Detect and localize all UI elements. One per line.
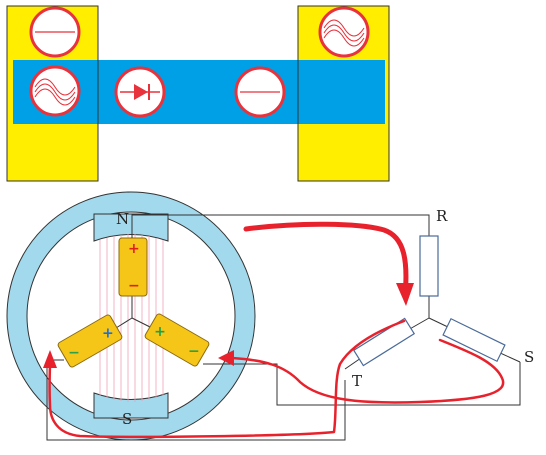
flow-arrow-t [48, 319, 406, 439]
coil-right-plus: + [154, 324, 166, 340]
ac-wave-icon [29, 65, 81, 117]
coil-right: + − [144, 313, 210, 367]
generator: + − − + + − N S [6, 191, 256, 441]
current-flow-arrows [43, 221, 505, 439]
flow-arrow-s-head [218, 350, 234, 366]
star-load: R S T [344, 207, 534, 390]
coil-left-plus: + [102, 325, 114, 341]
coil-left: − + [57, 314, 123, 368]
wire-top [131, 214, 430, 238]
flow-arrow-t-head [43, 350, 57, 368]
terminal-s-label: S [524, 348, 534, 366]
coil-right-minus: − [188, 343, 200, 359]
flow-arrow-s [230, 338, 505, 404]
stator-bore [26, 211, 236, 421]
flow-arrow-r [243, 221, 409, 299]
ac-wave-icon [318, 6, 370, 58]
pole-north-label: N [116, 210, 129, 228]
resistor-r [419, 235, 439, 297]
rectifier-panel [6, 5, 390, 182]
rotor-star [115, 296, 151, 329]
terminal-t-label: T [352, 372, 362, 390]
coil-left-minus: − [68, 345, 80, 361]
dc-line-icon [234, 66, 286, 118]
coil-top: + − [118, 237, 148, 297]
terminal-r-label: R [436, 207, 448, 225]
coil-top-minus: − [128, 278, 140, 294]
resistor-t [352, 317, 416, 367]
wire-middle [203, 362, 521, 406]
dc-line-icon [29, 6, 81, 58]
resistor-s [442, 317, 506, 363]
diode-icon [114, 66, 166, 118]
flow-arrow-r-head [396, 283, 414, 306]
pole-south-label: S [122, 410, 132, 428]
coil-top-plus: + [128, 241, 140, 257]
